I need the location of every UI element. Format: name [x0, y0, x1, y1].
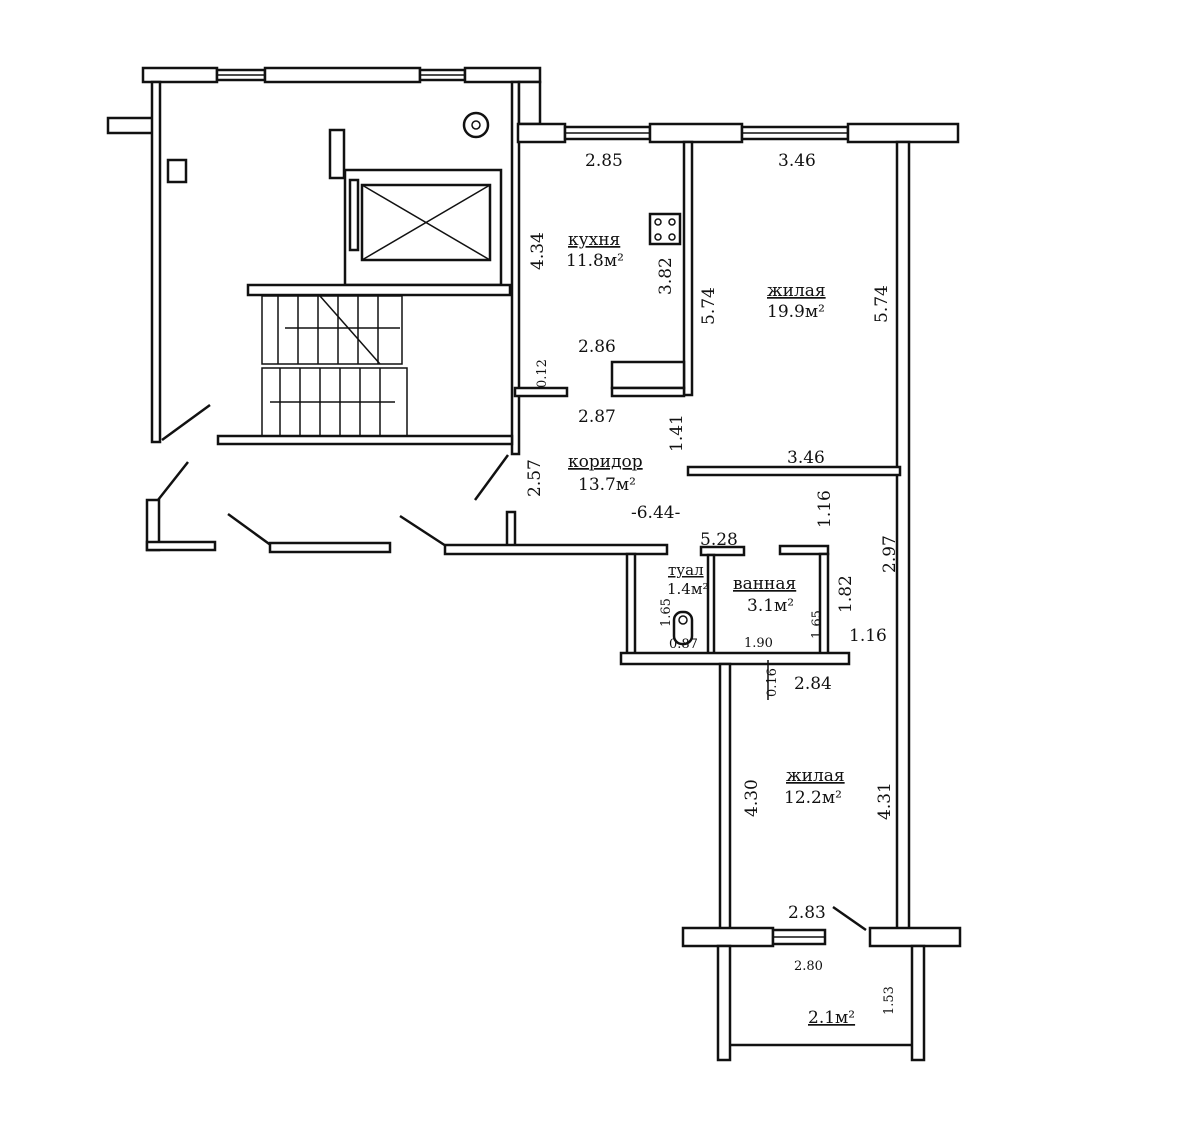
dim-label: 2.97: [880, 535, 900, 573]
dim-label: 1.90: [744, 636, 773, 651]
corridor-area: 13.7м²: [578, 475, 636, 495]
dim-label: 0.87: [669, 637, 698, 652]
bedroom-label: жилая: [786, 766, 845, 786]
dim-label: 2.83: [788, 903, 826, 923]
corridor-label: коридор: [568, 452, 643, 472]
dim-label: 4.30: [742, 779, 762, 817]
dim-label: 5.28: [700, 530, 738, 550]
dim-label: 2.85: [585, 151, 623, 171]
dim-label: 2.80: [794, 959, 823, 974]
stairwell: [106, 66, 542, 554]
kitchen-area: 11.8м²: [566, 251, 624, 271]
dim-label: 0.12: [535, 359, 550, 388]
bathroom-area: 3.1м²: [747, 596, 794, 616]
dim-label: 3.82: [656, 257, 676, 295]
toilet-area: 1.4м²: [667, 580, 709, 598]
bathroom-label: ванная: [733, 574, 796, 594]
dim-label: -6.44-: [631, 503, 680, 523]
dim-label: 3.46: [778, 151, 816, 171]
living-room-label: жилая: [767, 281, 826, 301]
dimension-labels: 2.85 3.46 4.34 3.82 5.74 5.74 2.86 0.12 …: [525, 151, 900, 1015]
dim-label: 5.74: [699, 287, 719, 325]
ventilation-icon: [462, 111, 490, 139]
apartment-walls: [443, 122, 962, 1062]
dim-label: 2.87: [578, 407, 616, 427]
room-labels: кухня 11.8м² жилая 19.9м² коридор 13.7м²…: [566, 230, 855, 1028]
dim-label: 1.53: [882, 986, 897, 1015]
dim-label: 1.65: [810, 610, 825, 639]
dim-label: 4.31: [875, 782, 895, 820]
stairs: [261, 295, 408, 439]
dim-label: 1.82: [836, 575, 856, 613]
kitchen-label: кухня: [568, 230, 620, 250]
dim-label: 2.57: [525, 459, 545, 497]
dim-label: 3.46: [787, 448, 825, 468]
dim-label: 4.34: [528, 232, 548, 270]
dim-label: 5.74: [872, 285, 892, 323]
dim-label: 1.41: [667, 414, 687, 452]
bedroom-area: 12.2м²: [784, 788, 842, 808]
living-room-area: 19.9м²: [767, 302, 825, 322]
dim-label: 1.65: [659, 598, 674, 627]
dim-label: 1.16: [815, 490, 835, 528]
stove-icon: [648, 212, 682, 246]
toilet-label: туал: [668, 561, 704, 579]
dim-label: 2.86: [578, 337, 616, 357]
dim-label: 0.16: [765, 668, 780, 697]
balcony-area: 2.1м²: [808, 1008, 855, 1028]
dim-label: 1.16: [849, 626, 887, 646]
dim-label: 2.84: [794, 674, 832, 694]
